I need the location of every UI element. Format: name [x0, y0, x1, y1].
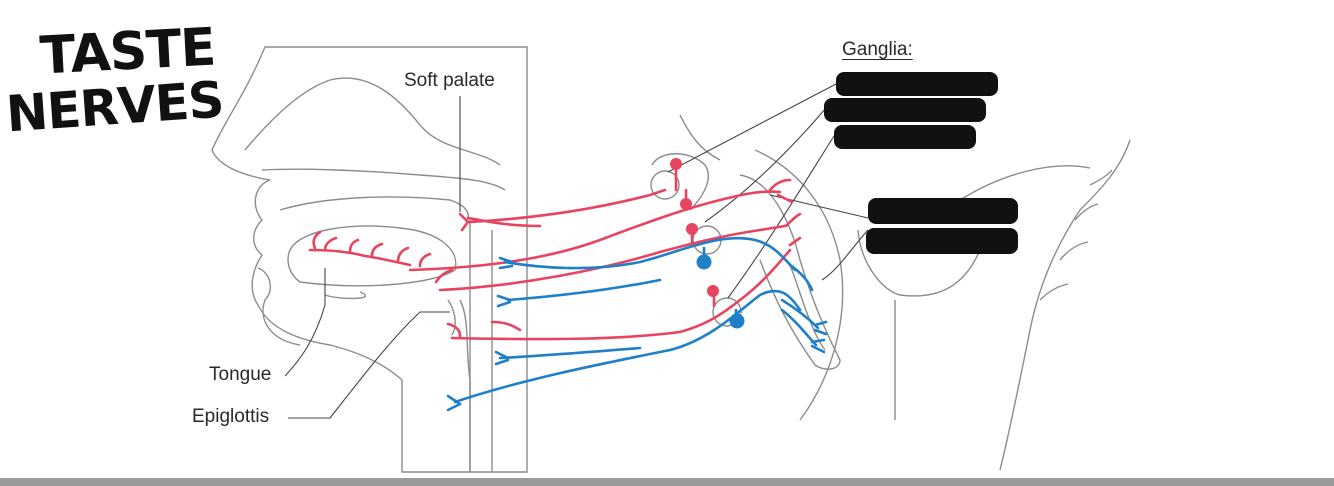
leader-ganglion-1 [667, 83, 837, 173]
redaction-medulla-2 [866, 228, 1018, 254]
leader-lines [284, 83, 869, 419]
anatomy-outlines [211, 46, 1131, 473]
redaction-ganglion-1 [836, 72, 998, 96]
sensory-cell-bodies [670, 158, 719, 297]
redaction-medulla-1 [868, 198, 1018, 224]
leader-ganglion-2 [704, 107, 827, 223]
leader-ganglion-3 [727, 135, 835, 299]
label-soft-palate: Soft palate [404, 70, 495, 91]
leader-tongue [284, 268, 326, 377]
bottom-scrollbar[interactable] [0, 478, 1334, 486]
redaction-marks [824, 72, 1018, 254]
motor-cell-bodies [696, 254, 745, 329]
motor-nerves [446, 236, 828, 412]
redaction-ganglion-3 [834, 125, 976, 149]
label-epiglottis: Epiglottis [192, 406, 270, 427]
label-tongue: Tongue [209, 364, 272, 385]
redaction-ganglion-2 [824, 98, 986, 122]
leader-medulla-2 [821, 229, 869, 281]
label-ganglia: Ganglia: [842, 39, 913, 60]
leader-epiglottis [288, 311, 450, 419]
sensory-nerves [308, 166, 802, 341]
